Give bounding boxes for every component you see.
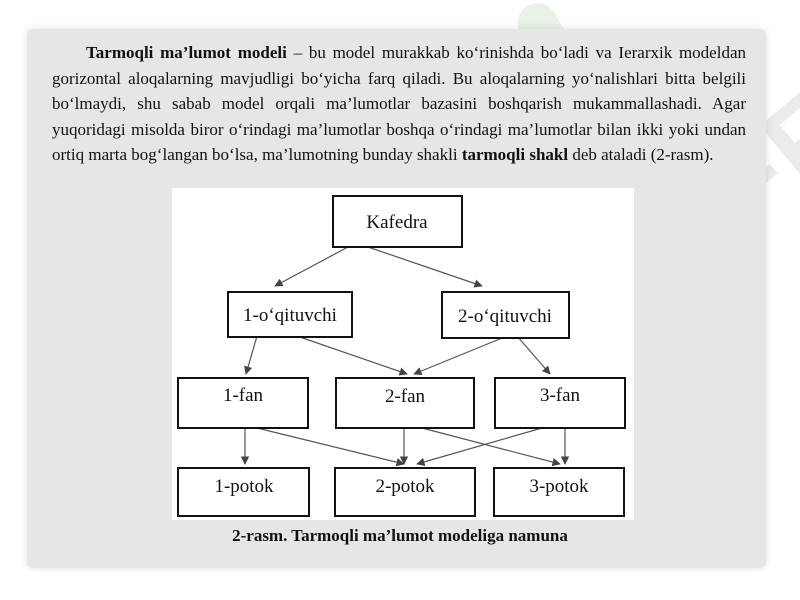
node-fan-3-label: 3-fan <box>540 385 581 406</box>
figure-caption: 2-rasm. Tarmoqli ma’lumot modeliga namun… <box>232 526 568 545</box>
edge-fan1-potok2 <box>256 427 405 467</box>
node-teacher-1-label: 1-o‘qituvchi <box>243 305 337 326</box>
body-paragraph: Tarmoqli ma’lumot modeli – bu model mura… <box>52 40 746 168</box>
node-teacher-2 <box>441 291 570 339</box>
node-potok-1-label: 1-potok <box>214 476 274 497</box>
edge-kafedra-teacher1 <box>274 246 349 287</box>
node-potok-3-label: 3-potok <box>529 476 589 497</box>
node-fan-3 <box>494 377 626 429</box>
paragraph-text-end: deb ataladi (2-rasm). <box>568 145 714 164</box>
node-teacher-2-label: 2-o‘qituvchi <box>458 306 552 327</box>
node-teacher-1 <box>227 291 353 338</box>
node-potok-1 <box>177 467 310 517</box>
edge-teacher2-fan3 <box>516 335 551 375</box>
term-network-form: tarmoqli shakl <box>461 145 569 164</box>
node-kafedra <box>332 195 463 248</box>
edge-teacher2-fan2 <box>413 335 508 376</box>
node-potok-2-label: 2-potok <box>375 476 435 497</box>
paragraph-text: – bu model murakkab ko‘rinishda bo‘ladi … <box>52 43 746 164</box>
node-fan-1 <box>177 377 309 429</box>
edge-teacher1-fan1 <box>244 335 258 375</box>
node-potok-2 <box>334 467 476 517</box>
diagram-svg: Kafedra 1-o‘qituvchi 2-o‘qituvchi 1-fan … <box>177 195 626 517</box>
edge-kafedra-teacher2 <box>367 246 483 288</box>
node-potok-3 <box>493 467 625 517</box>
node-fan-1-label: 1-fan <box>223 385 264 406</box>
network-model-diagram: Kafedra 1-o‘qituvchi 2-o‘qituvchi 1-fan … <box>172 188 634 520</box>
edge-teacher1-fan2 <box>296 335 408 376</box>
term-network-model: Tarmoqli ma’lumot modeli <box>86 43 287 62</box>
node-kafedra-label: Kafedra <box>366 212 428 233</box>
edge-fan3-potok2 <box>416 427 543 466</box>
node-fan-2 <box>335 377 475 429</box>
edge-fan2-potok3 <box>421 427 561 467</box>
node-fan-2-label: 2-fan <box>385 386 426 407</box>
